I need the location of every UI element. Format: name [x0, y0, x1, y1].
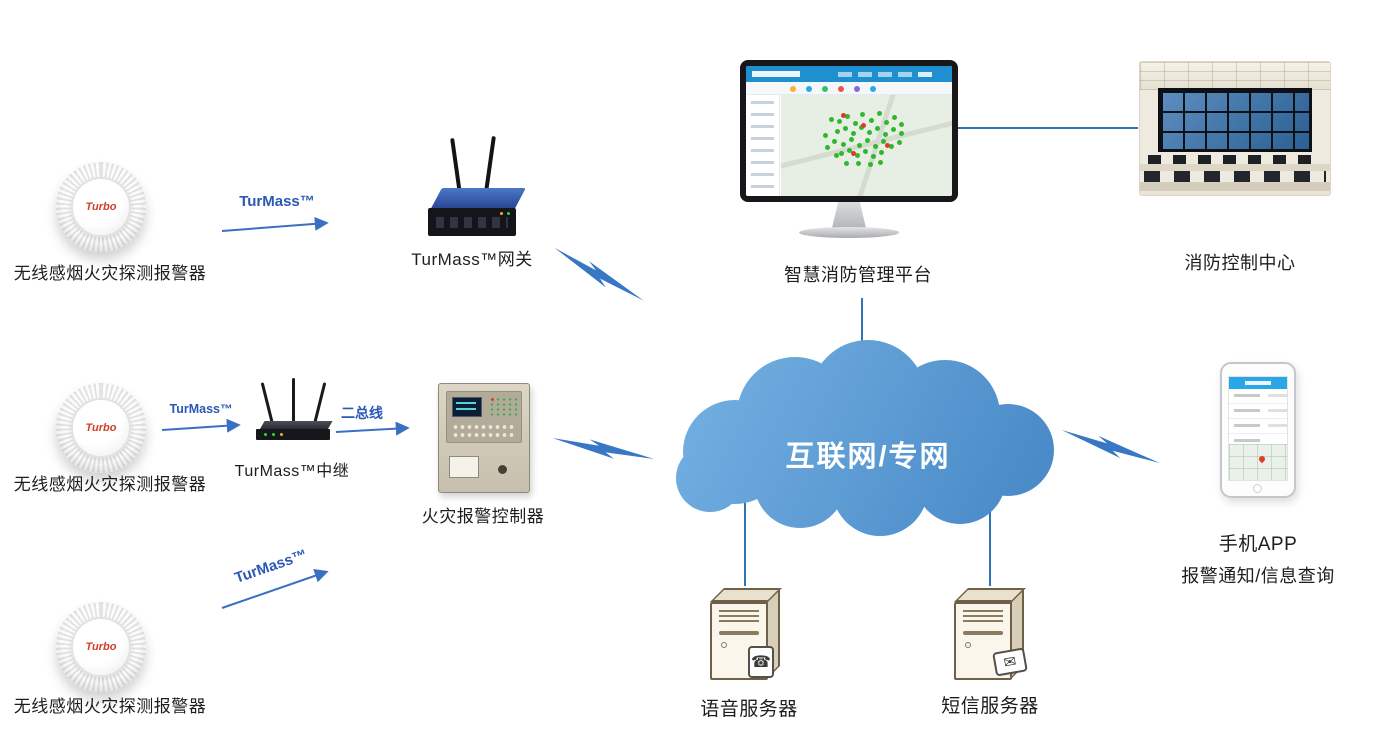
repeater-antenna-left: [260, 382, 275, 426]
dashboard-nav-items: [838, 72, 852, 77]
room-desk-back: [1140, 164, 1330, 171]
app-alarm-list: [1229, 389, 1287, 447]
app-list-text-bars: [1234, 394, 1260, 397]
lightning-gateway-cloud: [554, 247, 644, 301]
gateway-label: TurMass™网关: [411, 250, 533, 269]
gateway-antenna-right: [484, 135, 496, 193]
control-center-photo: [1140, 62, 1330, 195]
server-vents: [719, 610, 759, 623]
app-header: [1229, 377, 1287, 389]
turmass-gateway-device: [428, 135, 526, 238]
controller-panel: [446, 391, 522, 443]
edge-label-turmass-top: TurMass™: [239, 193, 315, 210]
repeater-label: TurMass™中继: [234, 463, 350, 480]
map-markers-red: [841, 113, 846, 118]
server-front-face: [954, 602, 1012, 680]
platform-label: 智慧消防管理平台: [784, 265, 932, 285]
arrow-detector-repeater: [161, 418, 241, 433]
detector-top-label: 无线感烟火灾探测报警器: [13, 264, 207, 283]
monitor-stand-base: [799, 227, 899, 238]
detector-mid-label: 无线感烟火灾探测报警器: [13, 475, 207, 494]
phone-handset-icon: ☎: [748, 646, 774, 678]
app-label-line1: 手机APP: [1218, 534, 1298, 555]
voice-server-label: 语音服务器: [700, 699, 798, 720]
room-console-monitors-front: [1144, 171, 1326, 182]
server-power-button: [721, 642, 727, 648]
arrow-detector-gateway: [221, 216, 329, 232]
repeater-antenna-right: [312, 382, 327, 426]
edge-label-two-bus: 二总线: [341, 405, 383, 421]
room-ceiling: [1140, 62, 1330, 90]
repeater-front-face: [256, 429, 330, 440]
server-vents: [963, 610, 1003, 623]
detector-center: Turbo: [71, 398, 131, 458]
room-console-monitors-back: [1148, 155, 1322, 164]
arrow-detector-gateway-diagonal: [221, 569, 329, 609]
controller-label: 火灾报警控制器: [421, 507, 545, 526]
server-drive-slot: [719, 631, 759, 635]
server-drive-slot: [963, 631, 1003, 635]
smoke-detector-mid: Turbo: [56, 383, 146, 473]
lightning-cloud-app: [1061, 429, 1161, 464]
controller-alarm-led: [491, 398, 494, 401]
repeater-antenna-center: [292, 378, 295, 422]
gateway-antenna-left: [450, 137, 462, 195]
cloud-shape: [676, 340, 1054, 536]
detector-center: Turbo: [71, 617, 131, 677]
controller-printer-slot: [449, 456, 479, 478]
detector-center: Turbo: [71, 177, 131, 237]
video-wall-screens: [1161, 91, 1309, 149]
dashboard-sidebar-items: [751, 101, 774, 190]
app-map-pin: [1257, 454, 1267, 464]
controller-indicator-grid: [489, 397, 517, 417]
room-desk-front: [1140, 182, 1330, 191]
gateway-led: [507, 212, 510, 215]
edge-label-turmass-mid: TurMass™: [169, 402, 233, 416]
platform-monitor: [740, 60, 958, 240]
arrow-repeater-controller: [335, 421, 410, 436]
gateway-top-face: [430, 188, 526, 210]
detector-brand-text: Turbo: [85, 422, 117, 434]
dashboard-title-block: [752, 71, 800, 77]
turmass-repeater-device: [250, 376, 340, 456]
room-floor: [1140, 191, 1330, 195]
dashboard-map: [781, 95, 952, 196]
room-video-wall: [1158, 88, 1312, 152]
map-markers-green: [829, 117, 834, 122]
repeater-leds: [264, 433, 267, 436]
sms-server-label: 短信服务器: [941, 696, 1039, 717]
phone-screen: [1228, 376, 1288, 481]
fire-alarm-controller-device: [438, 383, 530, 493]
app-label-line2: 报警通知/信息查询: [1181, 566, 1335, 586]
controller-keyhole: [498, 465, 507, 474]
app-map: [1229, 444, 1287, 480]
smoke-detector-bottom: Turbo: [56, 602, 146, 692]
detector-bottom-label: 无线感烟火灾探测报警器: [13, 697, 207, 716]
envelope-icon: ✉: [992, 647, 1028, 677]
mobile-phone: [1220, 362, 1296, 498]
control-center-label: 消防控制中心: [1184, 253, 1296, 273]
monitor-screen: [740, 60, 958, 202]
dashboard-header: [746, 66, 952, 82]
phone-home-button: [1253, 484, 1262, 493]
map-road: [781, 116, 952, 171]
dashboard-toolbar: [746, 82, 952, 95]
voice-server-device: ☎: [706, 586, 792, 686]
sms-server-device: ✉: [950, 586, 1036, 686]
lightning-controller-cloud: [552, 437, 655, 459]
monitor-stand-neck: [832, 202, 866, 228]
detector-brand-text: Turbo: [85, 201, 117, 213]
controller-keypad: [452, 423, 516, 440]
gateway-ports: [436, 217, 508, 228]
server-power-button: [965, 642, 971, 648]
dashboard-stat-icons: [790, 86, 796, 92]
smoke-detector-top: Turbo: [56, 162, 146, 252]
dashboard-sidebar: [746, 95, 780, 196]
controller-body: [438, 383, 530, 493]
cloud-label: 互联网/专网: [785, 441, 951, 473]
controller-lcd: [452, 397, 482, 417]
detector-brand-text: Turbo: [85, 641, 117, 653]
gateway-front-face: [428, 208, 516, 236]
